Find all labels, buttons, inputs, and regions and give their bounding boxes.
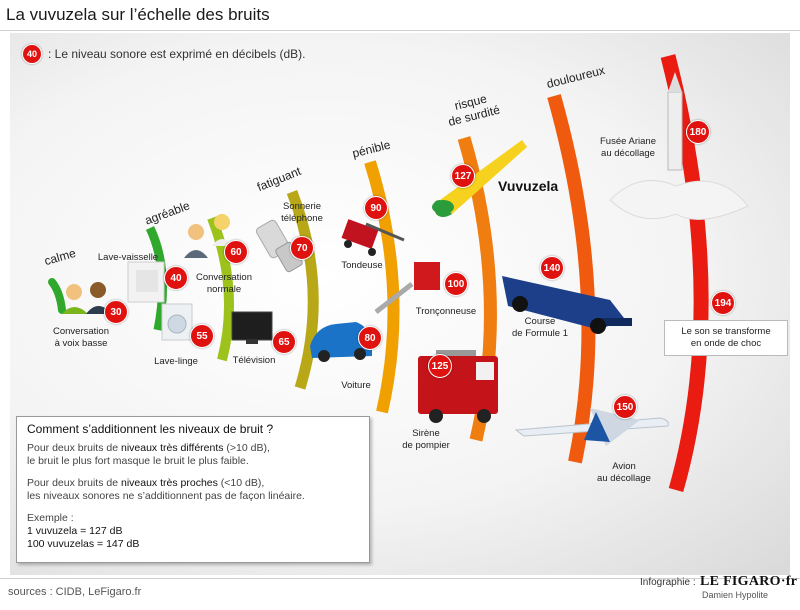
arc-max [660,54,709,493]
label-avion-line1: Avion [612,461,636,472]
badge-television: 65 [272,330,296,354]
label-sonnerie-line2: téléphone [281,213,323,224]
badge-vuvuzela: 127 [451,164,475,188]
label-television: Télévision [232,355,276,366]
badge-tondeuse: 90 [364,196,388,220]
label-sonnerie: Sonnerie téléphone [281,201,323,225]
label-ariane-line2: au décollage [601,148,655,159]
info-p1-b: niveaux très différents [120,442,224,454]
formule1-illustration [502,276,632,334]
arc-risque [364,160,400,414]
badge-onde-choc: 194 [711,291,735,315]
arc-douloureux [547,94,596,464]
label-sirene-line2: de pompier [402,440,450,451]
badge-sirene: 125 [428,354,452,378]
label-tondeuse: Tondeuse [341,260,383,271]
telephone-illustration [255,219,303,273]
television-illustration [231,311,273,344]
info-box: Comment s’additionnent les niveaux de br… [16,416,370,563]
badge-conversation-basse: 30 [104,300,128,324]
label-sirene: Sirène de pompier [402,428,450,452]
tondeuse-illustration [341,219,405,256]
label-lave-linge: Lave-linge [154,356,198,367]
label-formule1: Course de Formule 1 [512,316,568,340]
badge-lave-linge: 55 [190,324,214,348]
label-ariane-line1: Fusée Ariane [600,136,656,147]
label-voiture: Voiture [341,380,371,391]
lave-vaisselle-illustration [127,261,165,303]
label-sonnerie-line1: Sonnerie [282,201,322,212]
legend-text: : Le niveau sonore est exprimé en décibe… [48,47,306,61]
label-conversation-normale-line2: normale [206,284,242,295]
voiture-illustration [310,322,372,362]
lave-linge-illustration [161,303,193,341]
label-conversation-basse-line2: à voix basse [54,338,108,349]
label-vuvuzela: Vuvuzela [498,178,559,194]
badge-voiture: 80 [358,326,382,350]
info-example-label: Exemple : [27,512,74,524]
vuvuzela-illustration [432,140,527,217]
label-formule1-line1: Course [524,316,556,327]
badge-avion: 150 [613,395,637,419]
tronconneuse-illustration [374,262,440,314]
info-p2-d: les niveaux sonores ne s’additionnent pa… [27,490,305,502]
label-lave-vaisselle: Lave-vaisselle [97,252,159,263]
badge-ariane: 180 [686,120,710,144]
info-p2-c: (<10 dB), [217,477,265,489]
avion-illustration [514,408,669,446]
badge-sonnerie: 70 [290,236,314,260]
author-name: Damien Hypolite [702,590,769,600]
info-heading: Comment s’additionnent les niveaux de br… [27,422,274,436]
info-p2-b: niveaux très proches [120,477,218,489]
label-avion-line2: au décollage [597,473,651,484]
info-paragraph-2: Pour deux bruits de niveaux très proches… [27,477,359,503]
label-tronconneuse: Tronçonneuse [415,306,477,317]
label-conversation-basse: Conversation à voix basse [53,326,109,350]
footer-divider [0,578,800,579]
info-p1-c: (>10 dB), [223,442,270,454]
badge-conversation-normale: 60 [224,240,248,264]
info-paragraph-1: Pour deux bruits de niveaux très différe… [27,442,359,468]
info-example-1: 1 vuvuzela = 127 dB [27,525,123,537]
shock-wave-callout: Le son se transforme en onde de choc [664,320,788,356]
shock-wave-line2: en onde de choc [690,338,762,349]
arc-calme [48,278,66,314]
sources-text: sources : CIDB, LeFigaro.fr [8,586,142,598]
info-p1-a: Pour deux bruits de [27,442,121,454]
label-sirene-line1: Sirène [412,428,440,439]
label-conversation-normale: Conversation normale [196,272,252,296]
info-p1-d: le bruit le plus fort masque le bruit le… [27,455,249,467]
infographie-label: Infographie : [640,577,696,588]
le-figaro-logo: LE FIGARO·fr [700,574,798,589]
legend: 40 : Le niveau sonore est exprimé en déc… [22,44,305,64]
badge-lave-vaisselle: 40 [164,266,188,290]
shock-wave-line1: Le son se transforme [681,326,771,337]
page-title: La vuvuzela sur l’échelle des bruits [6,5,270,24]
ariane-illustration [609,72,749,220]
badge-formule1: 140 [540,256,564,280]
arc-penible [286,190,319,390]
info-example-2: 100 vuvuzelas = 147 dB [27,538,140,550]
conversation-basse-illustration [62,282,112,314]
divider [0,30,800,31]
label-formule1-line2: de Formule 1 [512,328,568,339]
label-conversation-normale-line1: Conversation [196,272,252,283]
info-p2-a: Pour deux bruits de [27,477,121,489]
label-ariane: Fusée Ariane au décollage [600,136,656,160]
legend-badge: 40 [22,44,42,64]
label-conversation-basse-line1: Conversation [53,326,109,337]
footer: sources : CIDB, LeFigaro.fr Infographie … [0,574,800,610]
arc-fatiguant [207,216,235,362]
badge-tronconneuse: 100 [444,272,468,296]
label-avion: Avion au décollage [597,461,651,485]
